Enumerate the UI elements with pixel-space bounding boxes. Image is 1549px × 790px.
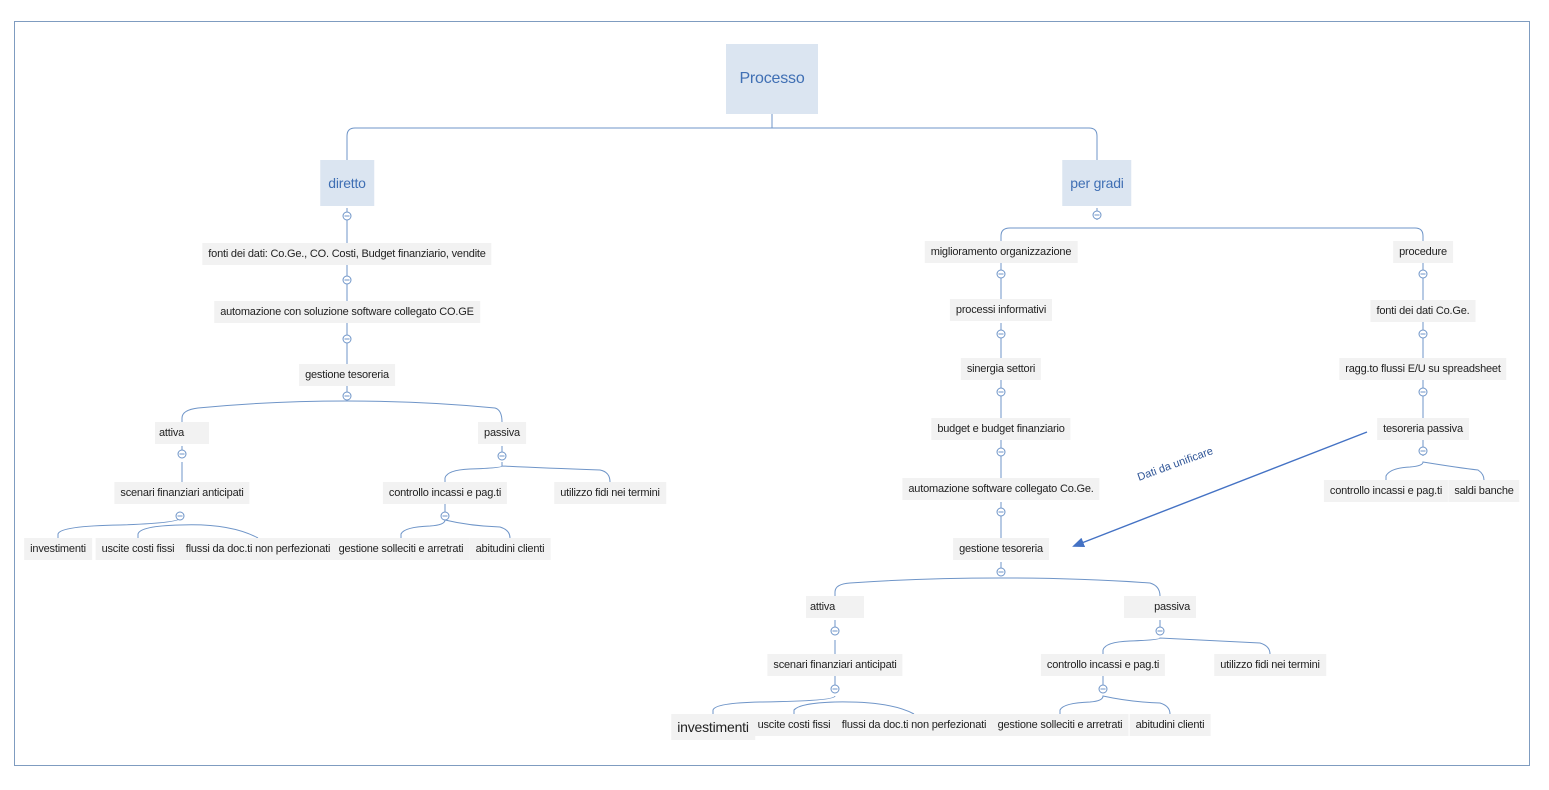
node-scenari-2: scenari finanziari anticipati [767, 654, 903, 676]
connector-root [346, 114, 1098, 160]
node-utilizzo-fidi-2: utilizzo fidi nei termini [1214, 654, 1326, 676]
collapse-toggle-icon[interactable] [175, 511, 185, 521]
node-tesoreria-passiva: tesoreria passiva [1377, 418, 1469, 440]
node-controllo-incassi-3: controllo incassi e pag.ti [1323, 480, 1449, 502]
node-investimenti: investimenti [24, 538, 92, 560]
connector-diretto-passiva [444, 446, 611, 483]
collapse-toggle-icon[interactable] [177, 449, 187, 459]
node-saldi-banche: saldi banche [1448, 480, 1520, 502]
node-passiva-2: passiva [1124, 596, 1196, 618]
collapse-toggle-icon[interactable] [1418, 269, 1428, 279]
connector-pergradi-passiva-leaves [1059, 676, 1171, 715]
collapse-toggle-icon[interactable] [996, 447, 1006, 457]
node-diretto: diretto [320, 160, 374, 206]
node-fonti-dati-coge: fonti dei dati Co.Ge. [1370, 300, 1476, 322]
collapse-toggle-icon[interactable] [996, 269, 1006, 279]
node-investimenti-2: investimenti [671, 714, 755, 740]
node-abitudini-clienti-2: abitudini clienti [1129, 714, 1211, 736]
collapse-toggle-icon[interactable] [497, 451, 507, 461]
node-attiva-2: attiva [806, 596, 864, 618]
collapse-toggle-icon[interactable] [996, 329, 1006, 339]
node-automazione: automazione con soluzione software colle… [214, 301, 480, 323]
connector-pergradi-split [1000, 208, 1424, 243]
root-node: Processo [726, 44, 818, 114]
node-passiva: passiva [478, 422, 526, 444]
node-per-gradi: per gradi [1062, 160, 1132, 206]
node-processi-informativi: processi informativi [949, 299, 1053, 321]
node-automazione-software: automazione software collegato Co.Ge. [902, 478, 1100, 500]
node-gestione-tesoreria: gestione tesoreria [299, 364, 395, 386]
collapse-toggle-icon[interactable] [996, 507, 1006, 517]
node-scenari: scenari finanziari anticipati [114, 482, 250, 504]
connector-diretto-passiva-leaves [400, 504, 511, 539]
collapse-toggle-icon[interactable] [1418, 329, 1428, 339]
node-uscite-costi: uscite costi fissi [95, 538, 181, 560]
node-gestione-solleciti-2: gestione solleciti e arretrati [991, 714, 1129, 736]
collapse-toggle-icon[interactable] [1155, 626, 1165, 636]
collapse-toggle-icon[interactable] [996, 387, 1006, 397]
node-sinergia-settori: sinergia settori [960, 358, 1042, 380]
node-procedure: procedure [1393, 241, 1453, 263]
collapse-toggle-icon[interactable] [830, 684, 840, 694]
connector-pergradi-lower-split [834, 562, 1161, 597]
collapse-toggle-icon[interactable] [342, 334, 352, 344]
connector-pergradi-passiva [1102, 620, 1271, 655]
node-budget: budget e budget finanziario [931, 418, 1071, 440]
node-controllo-incassi-2: controllo incassi e pag.ti [1040, 654, 1166, 676]
collapse-toggle-icon[interactable] [342, 211, 352, 221]
node-abitudini-clienti: abitudini clienti [469, 538, 551, 560]
connector-diretto-attiva-leaves [57, 514, 259, 539]
collapse-toggle-icon[interactable] [996, 567, 1006, 577]
node-flussi-2: flussi da doc.ti non perfezionati [835, 714, 993, 736]
node-miglioramento: miglioramento organizzazione [924, 241, 1078, 263]
collapse-toggle-icon[interactable] [1418, 446, 1428, 456]
connector-pergradi-attiva-leaves [712, 676, 915, 715]
collapse-toggle-icon[interactable] [342, 275, 352, 285]
collapse-toggle-icon[interactable] [440, 511, 450, 521]
collapse-toggle-icon[interactable] [1418, 387, 1428, 397]
diagram-frame [14, 21, 1530, 766]
node-raggruppamento-flussi: ragg.to flussi E/U su spreadsheet [1339, 358, 1507, 380]
node-flussi: flussi da doc.ti non perfezionati [179, 538, 337, 560]
node-fonti-dati: fonti dei dati: Co.Ge., CO. Costi, Budge… [202, 243, 492, 265]
collapse-toggle-icon[interactable] [1098, 684, 1108, 694]
connector-diretto-split [181, 400, 503, 423]
node-utilizzo-fidi: utilizzo fidi nei termini [554, 482, 666, 504]
node-gestione-tesoreria-2: gestione tesoreria [953, 538, 1049, 560]
node-gestione-solleciti: gestione solleciti e arretrati [332, 538, 470, 560]
annotation-arrow [1072, 431, 1368, 548]
connector-procedure-leaves [1385, 440, 1485, 481]
node-attiva: attiva [155, 422, 209, 444]
collapse-toggle-icon[interactable] [342, 391, 352, 401]
node-controllo-incassi: controllo incassi e pag.ti [382, 482, 508, 504]
collapse-toggle-icon[interactable] [1092, 210, 1102, 220]
collapse-toggle-icon[interactable] [830, 626, 840, 636]
node-uscite-costi-2: uscite costi fissi [751, 714, 837, 736]
